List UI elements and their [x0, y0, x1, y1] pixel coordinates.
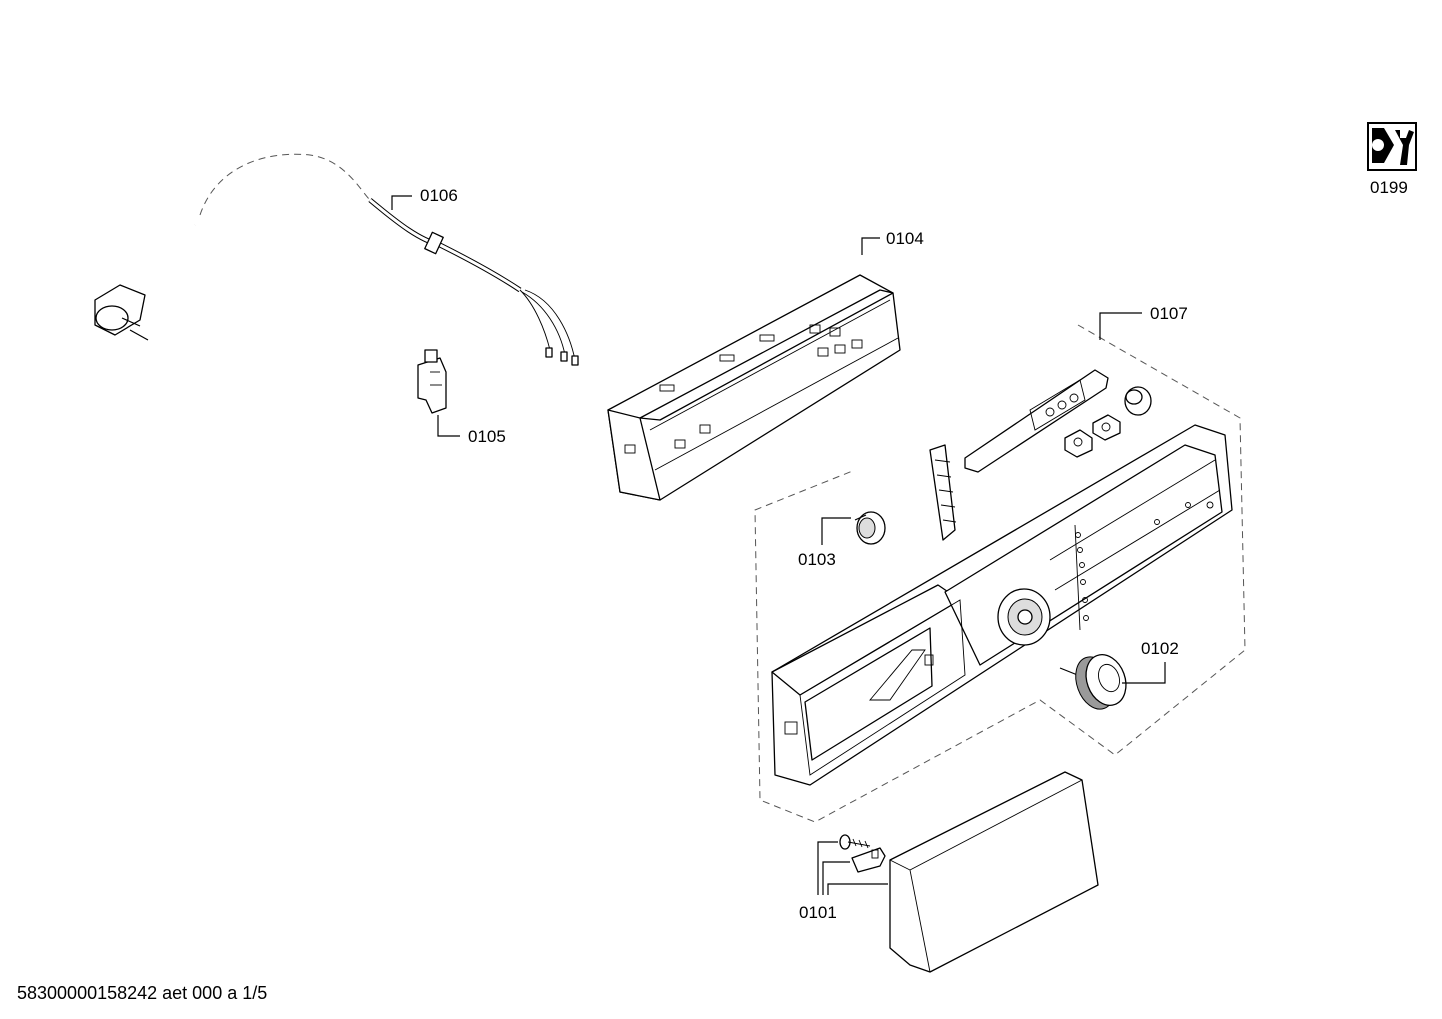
assembly-boundary-0107	[754, 324, 1246, 823]
drawing-footer-code: 58300000158242 aet 000 a 1/5	[17, 983, 267, 1003]
label-0102: 0102	[1141, 639, 1179, 658]
rotary-insert-drawing	[854, 511, 886, 545]
switch-bar-drawing	[964, 369, 1109, 473]
label-0106: 0106	[420, 186, 458, 205]
wrench-nut-icon	[1367, 122, 1417, 171]
module-housing-drawing	[607, 274, 901, 501]
clip-0105-drawing	[417, 349, 447, 414]
button-caps-drawing	[1064, 386, 1152, 458]
power-cord-drawing	[94, 153, 579, 366]
label-0101: 0101	[799, 903, 837, 922]
program-knob-drawing	[1059, 654, 1127, 710]
label-0103: 0103	[798, 550, 836, 569]
control-panel-fascia-drawing	[771, 424, 1233, 786]
light-guide-drawing	[929, 444, 957, 541]
screw-and-clip-drawing	[839, 834, 886, 873]
label-0199: 0199	[1370, 178, 1408, 197]
label-0104: 0104	[886, 229, 924, 248]
label-0105: 0105	[468, 427, 506, 446]
label-0107: 0107	[1150, 304, 1188, 323]
handle-cover-drawing	[889, 771, 1099, 973]
